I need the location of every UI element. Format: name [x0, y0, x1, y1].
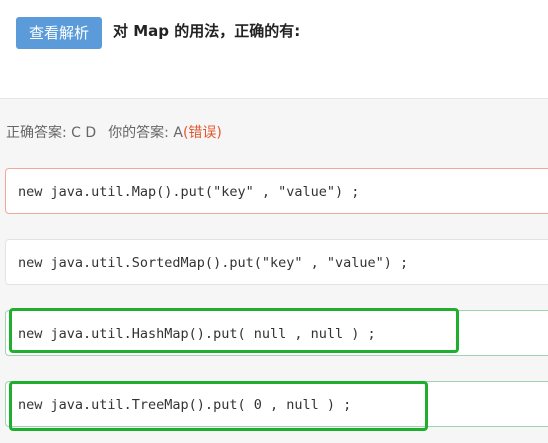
- option-c[interactable]: new java.util.HashMap().put( null , null…: [5, 310, 548, 356]
- your-answer-label: 你的答案:: [108, 125, 169, 141]
- option-a[interactable]: new java.util.Map().put("key" , "value")…: [5, 168, 548, 214]
- correct-answer-label: 正确答案:: [6, 125, 67, 141]
- question-header: 查看解析 对 Map 的用法，正确的有:: [0, 0, 548, 99]
- option-b[interactable]: new java.util.SortedMap().put("key" , "v…: [5, 239, 548, 285]
- correct-answer-value: C D: [71, 125, 97, 141]
- option-d[interactable]: new java.util.TreeMap().put( 0 , null ) …: [5, 381, 548, 427]
- answer-summary: 正确答案: C D 你的答案: A(错误): [6, 123, 222, 143]
- your-answer-value: A: [173, 125, 183, 141]
- question-title: 对 Map 的用法，正确的有:: [113, 22, 301, 40]
- answer-area: 正确答案: C D 你的答案: A(错误) new java.util.Map()…: [0, 99, 548, 443]
- option-d-code: new java.util.TreeMap().put( 0 , null ) …: [18, 397, 352, 413]
- option-b-code: new java.util.SortedMap().put("key" , "v…: [18, 255, 409, 271]
- option-a-code: new java.util.Map().put("key" , "value")…: [18, 184, 360, 200]
- view-analysis-button[interactable]: 查看解析: [16, 17, 102, 49]
- wrong-verdict: (错误): [182, 125, 222, 141]
- option-c-code: new java.util.HashMap().put( null , null…: [18, 326, 376, 342]
